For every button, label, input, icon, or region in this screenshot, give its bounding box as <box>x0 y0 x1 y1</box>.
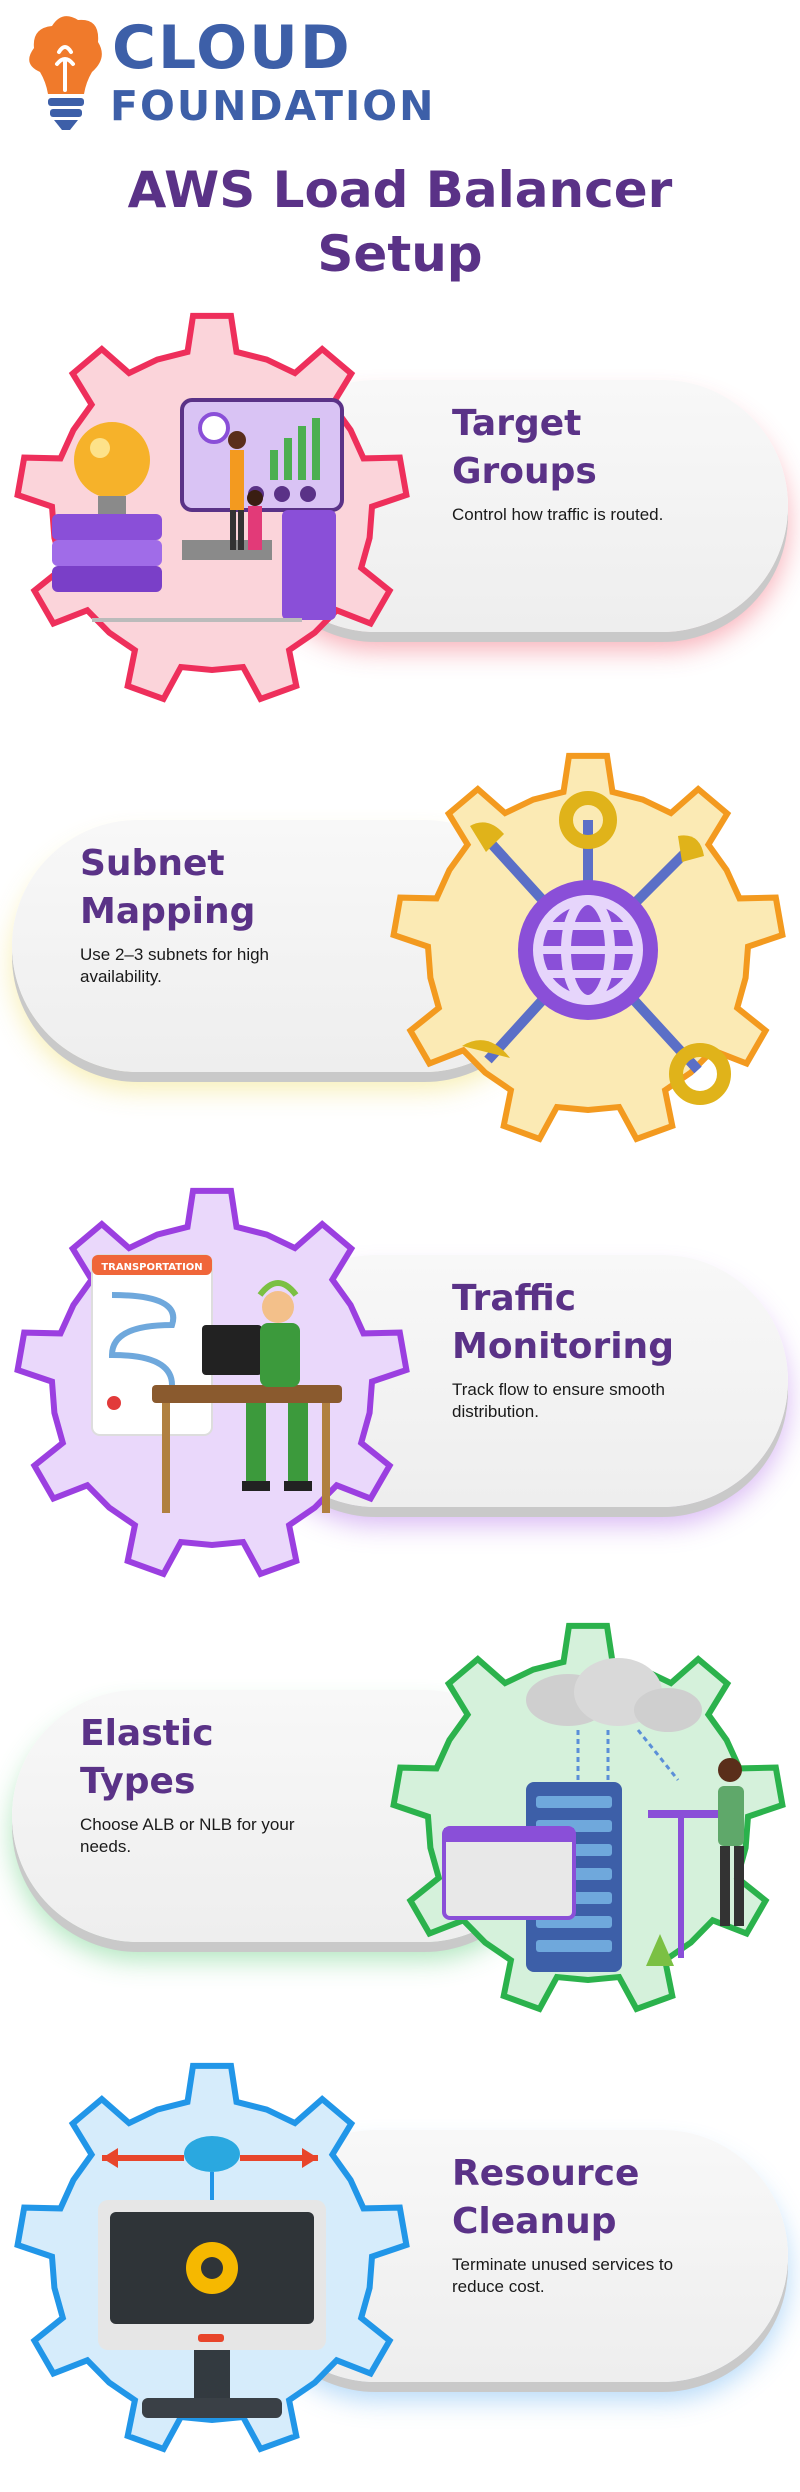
section-description: Control how traffic is routed. <box>452 505 664 524</box>
section-description: Use 2–3 subnets for high availability. <box>80 945 270 986</box>
brand-line-1: CLOUD <box>112 13 352 83</box>
section-title-line: Monitoring <box>452 1326 674 1367</box>
section-description: Choose ALB or NLB for your needs. <box>80 1815 295 1856</box>
gear-frame-yellow <box>390 752 786 1143</box>
brand-line-2: FOUNDATION <box>110 82 436 130</box>
transportation-sign-text: TRANSPORTATION <box>101 1262 202 1273</box>
section-text: Elastic Types Choose ALB or NLB for your… <box>80 1710 340 1858</box>
transportation-operator-icon: TRANSPORTATION <box>91 1254 342 1513</box>
section-title-line: Resource <box>452 2153 640 2194</box>
section-title-line: Subnet <box>80 843 225 884</box>
network-globe-icon <box>462 791 731 1105</box>
section-text: Target Groups Control how traffic is rou… <box>452 400 712 526</box>
section-elastic-types: Elastic Types Choose ALB or NLB for your… <box>0 1610 800 2030</box>
gear-frame-green <box>390 1622 786 2013</box>
section-description: Track flow to ensure smooth distribution… <box>452 1380 665 1421</box>
cloud-server-icon <box>442 1658 744 1972</box>
gear-frame-blue <box>14 2062 410 2453</box>
gear-frame-red <box>14 312 410 703</box>
section-title: Target Groups <box>452 403 597 492</box>
dashboard-people-bulb-icon <box>52 398 344 622</box>
section-title-line: Traffic <box>452 1278 577 1319</box>
page-title-line: AWS Load Balancer <box>127 161 673 219</box>
section-target-groups: Target Groups Control how traffic is rou… <box>0 300 800 720</box>
section-title-line: Cleanup <box>452 2201 617 2242</box>
cloud-foundation-logo: CLOUD FOUNDATION <box>26 12 486 132</box>
section-title: Elastic Types <box>80 1713 214 1802</box>
page-title-line: Setup <box>317 225 483 283</box>
section-title-line: Mapping <box>80 891 256 932</box>
cloud-monitor-gear-icon <box>98 2136 326 2418</box>
lightbulb-cloud-icon <box>29 16 102 130</box>
section-description: Terminate unused services to reduce cost… <box>452 2255 674 2296</box>
gear-frame-purple: TRANSPORTATION <box>14 1187 410 1578</box>
